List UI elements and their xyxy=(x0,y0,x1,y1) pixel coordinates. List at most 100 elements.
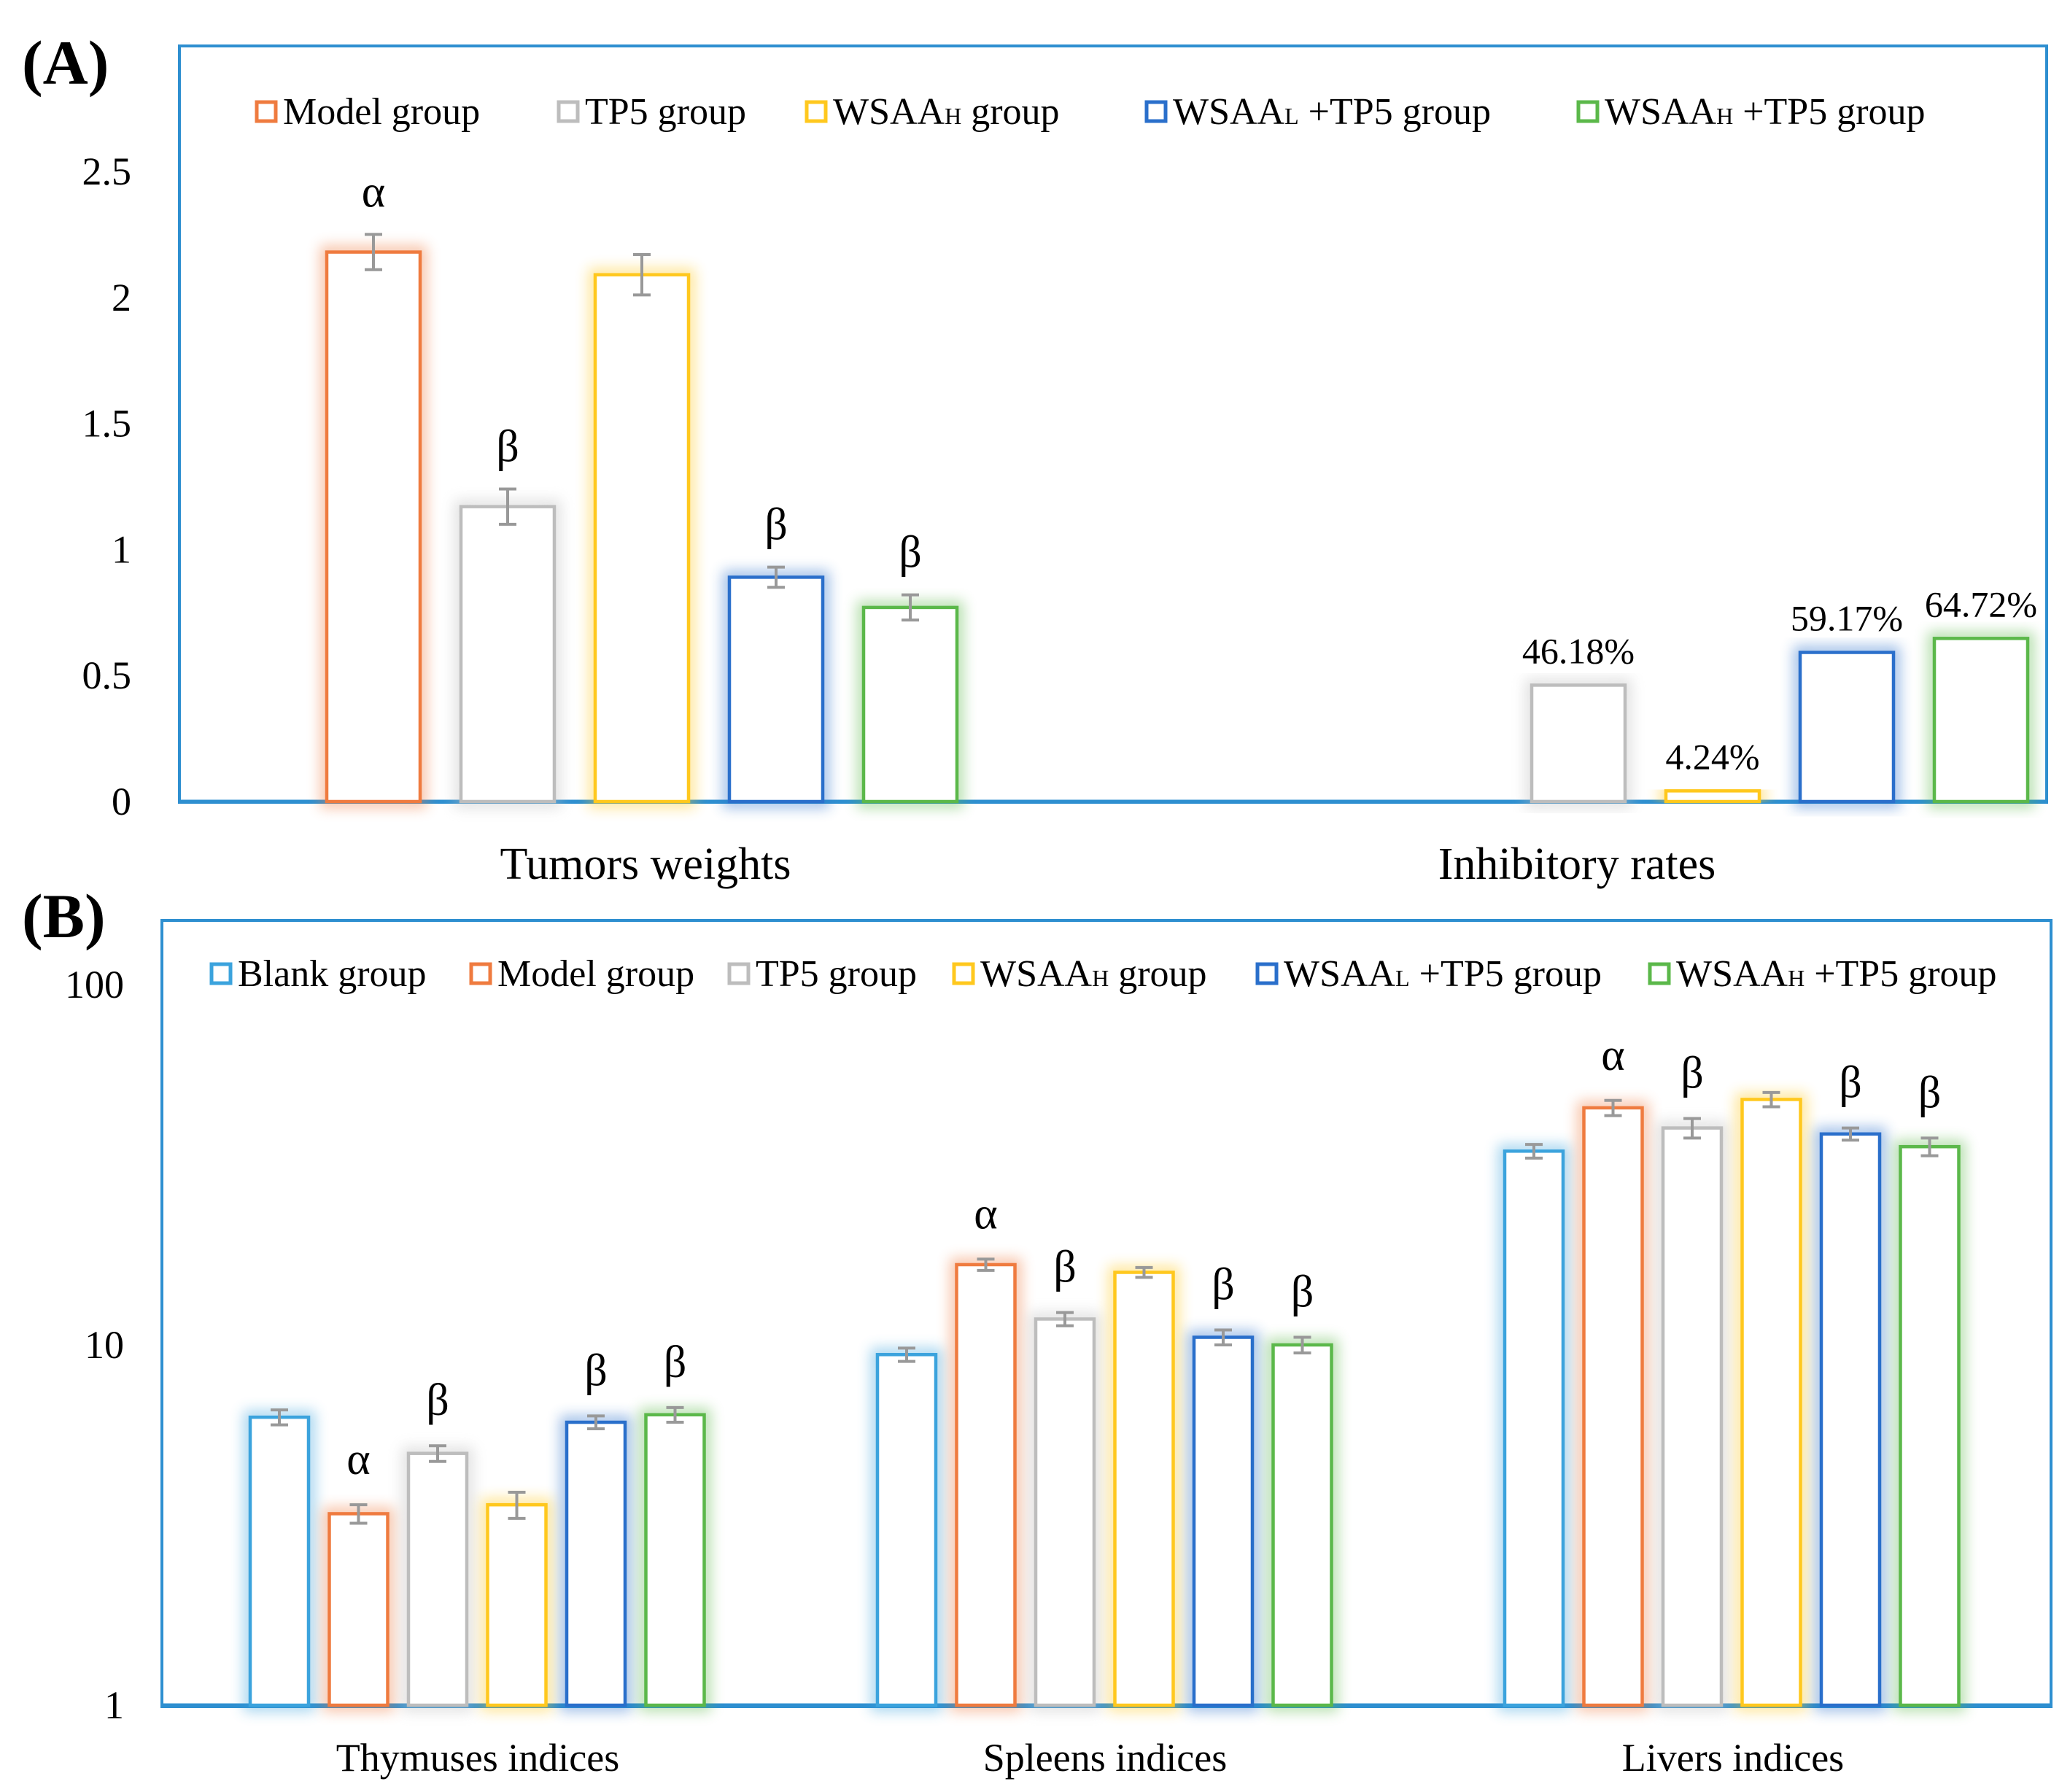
bar-outline xyxy=(1192,1335,1255,1707)
error-bar xyxy=(666,1405,684,1424)
significance-label: α xyxy=(362,167,385,217)
bar-thymuses-indices-wsaah-tp5-group xyxy=(639,1408,711,1712)
panel-a-label: (A) xyxy=(22,28,109,98)
legend-item-a-wsaah-group: WSAAH group xyxy=(805,91,1060,133)
bar-thymuses-indices-model-group xyxy=(322,1507,395,1713)
x-category-label: Livers indices xyxy=(1622,1736,1844,1780)
legend-item-b-blank-group: Blank group xyxy=(209,953,427,995)
error-bar xyxy=(1762,1090,1780,1109)
legend-swatch xyxy=(557,100,580,123)
significance-label: β xyxy=(1212,1260,1235,1310)
error-bar xyxy=(1056,1311,1074,1327)
bar-tumors-weights-model-group xyxy=(320,245,427,809)
bar-spleens-indices-tp5-group xyxy=(1029,1312,1101,1712)
bar-outline xyxy=(1503,1149,1565,1707)
bar-outline xyxy=(486,1502,548,1707)
y-tick-label: 1 xyxy=(112,527,131,571)
significance-label: α xyxy=(1601,1031,1624,1080)
bar-outline xyxy=(1899,1144,1961,1707)
bar-outline xyxy=(1819,1132,1882,1707)
category-group-tumors-weights: α β β β xyxy=(320,167,964,809)
legend-label: WSAAH +TP5 group xyxy=(1605,91,1926,133)
legend-label: Model group xyxy=(283,91,480,133)
error-bar xyxy=(767,565,785,589)
legend-label: TP5 group xyxy=(585,91,746,133)
bar-outline xyxy=(1932,637,2030,804)
bar-livers-indices-wsaah-tp5-group xyxy=(1893,1140,1966,1712)
y-tick-label: 1 xyxy=(104,1683,124,1727)
legend-item-a-wsaah-tp5-group: WSAAH +TP5 group xyxy=(1576,91,1926,133)
bar-outline xyxy=(406,1451,469,1707)
error-bar xyxy=(508,1491,526,1520)
legend-swatch xyxy=(805,100,828,123)
error-bar xyxy=(1214,1328,1232,1346)
bar-thymuses-indices-tp5-group xyxy=(402,1446,473,1713)
bar-outline xyxy=(327,1512,389,1707)
legend-swatch xyxy=(209,962,233,985)
significance-label: β xyxy=(764,500,788,550)
y-tick-label: 2 xyxy=(112,276,131,319)
legend-swatch xyxy=(469,962,492,985)
bar-inhibitory-rates-wsaah-tp5-group xyxy=(1928,632,2034,809)
bar-livers-indices-wsaah-group xyxy=(1735,1093,1807,1712)
legend-swatch xyxy=(1144,100,1168,123)
bar-outline xyxy=(1740,1098,1802,1707)
y-tick-label: 0.5 xyxy=(82,653,132,697)
legend-label: TP5 group xyxy=(756,953,917,995)
significance-label: β xyxy=(1681,1049,1704,1098)
bar-livers-indices-blank-group xyxy=(1498,1144,1570,1712)
legend-label: Model group xyxy=(497,953,694,995)
significance-label: β xyxy=(899,528,922,578)
error-bar xyxy=(633,253,651,297)
error-bar xyxy=(365,233,382,271)
legend-label: WSAAH +TP5 group xyxy=(1676,953,1997,995)
legend-item-b-tp5-group: TP5 group xyxy=(727,953,917,995)
bar-spleens-indices-wsaal-tp5-group xyxy=(1187,1330,1259,1712)
bar-tumors-weights-wsaah-group xyxy=(589,268,695,809)
legend-swatch xyxy=(255,100,278,123)
significance-label: β xyxy=(1918,1068,1942,1117)
bar-thymuses-indices-blank-group xyxy=(244,1411,315,1712)
legend-item-b-wsaah-tp5-group: WSAAH +TP5 group xyxy=(1648,953,1997,995)
bar-spleens-indices-model-group xyxy=(950,1257,1022,1712)
error-bar xyxy=(349,1503,368,1525)
error-bar xyxy=(1293,1335,1311,1355)
error-bar xyxy=(587,1414,605,1431)
error-bar xyxy=(271,1408,288,1427)
category-group-inhibitory-rates: 46.18%4.24%59.17%64.72% xyxy=(1522,583,2037,809)
bar-spleens-indices-wsaah-tp5-group xyxy=(1266,1338,1338,1712)
bar-spleens-indices-blank-group xyxy=(871,1348,942,1712)
error-bar xyxy=(1135,1265,1153,1279)
inhibitory-rate-label: 59.17% xyxy=(1791,598,1903,639)
bar-outline xyxy=(1661,1126,1724,1707)
bar-outline xyxy=(565,1420,627,1707)
bar-tumors-weights-wsaah-tp5-group xyxy=(857,600,964,808)
bar-outline xyxy=(248,1415,311,1707)
significance-label: β xyxy=(496,422,519,471)
error-bar xyxy=(499,487,516,526)
legend-item-a-tp5-group: TP5 group xyxy=(557,91,746,133)
error-bar xyxy=(977,1257,995,1272)
legend-item-b-model-group: Model group xyxy=(469,953,694,995)
panel-b-label: (B) xyxy=(22,881,106,951)
legend-item-a-wsaal-tp5-group: WSAAL +TP5 group xyxy=(1144,91,1491,133)
legend-label: Blank group xyxy=(238,953,427,995)
significance-label: β xyxy=(1291,1268,1314,1317)
bar-inhibitory-rates-tp5-group xyxy=(1525,678,1632,808)
significance-label: β xyxy=(426,1376,449,1425)
legend-item-b-wsaal-tp5-group: WSAAL +TP5 group xyxy=(1255,953,1602,995)
significance-label: β xyxy=(1053,1243,1077,1292)
legend-swatch xyxy=(952,962,975,985)
legend-label: WSAAL +TP5 group xyxy=(1284,953,1602,995)
legend-swatch xyxy=(1576,100,1600,123)
inhibitory-rate-label: 46.18% xyxy=(1522,630,1635,671)
error-bar xyxy=(898,1346,915,1363)
legend-label: WSAAL +TP5 group xyxy=(1173,91,1491,133)
y-tick-label: 1.5 xyxy=(82,402,132,446)
bar-outline xyxy=(325,250,422,804)
error-bar xyxy=(1525,1143,1543,1160)
